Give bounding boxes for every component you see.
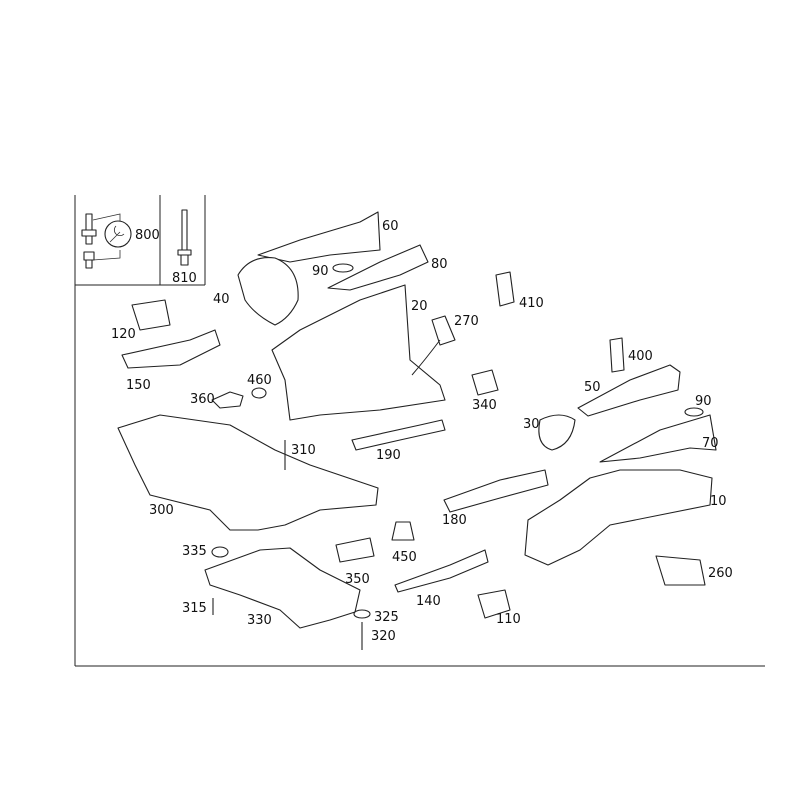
part-50-shape: [577, 364, 681, 417]
part-360-shape: [211, 391, 244, 409]
label-70[interactable]: 70: [702, 436, 719, 451]
label-330[interactable]: 330: [247, 613, 272, 628]
part-410-shape: [495, 271, 515, 307]
label-300[interactable]: 300: [149, 503, 174, 518]
part-270-shape: [431, 315, 456, 346]
part-shapes: [117, 211, 717, 650]
part-300-shape: [117, 414, 379, 531]
part-330-shape: [204, 547, 361, 629]
label-150[interactable]: 150: [126, 378, 151, 393]
part-10-shape: [524, 469, 713, 566]
label-325[interactable]: 325: [374, 610, 399, 625]
diagram-frame: [74, 195, 765, 667]
part-120-shape: [131, 299, 171, 331]
label-350[interactable]: 350: [345, 572, 370, 587]
part-40-shape: [237, 257, 299, 326]
part-70-shape: [599, 414, 717, 463]
part-30-shape: [538, 414, 576, 451]
label-140[interactable]: 140: [416, 594, 441, 609]
part-number-labels: 800 810 60 90 80 410 40 20 270 120 400 1…: [111, 219, 733, 644]
label-60[interactable]: 60: [382, 219, 399, 234]
part-460-shape: [251, 387, 267, 399]
label-450[interactable]: 450: [392, 550, 417, 565]
label-40[interactable]: 40: [213, 292, 230, 307]
label-90[interactable]: 90: [312, 264, 329, 279]
label-810: 810: [172, 271, 197, 286]
part-150-shape: [121, 329, 221, 369]
label-10[interactable]: 10: [710, 494, 727, 509]
part-190-shape: [351, 419, 446, 451]
label-30[interactable]: 30: [523, 417, 540, 432]
part-450-shape: [391, 521, 415, 541]
part-350-shape: [335, 537, 375, 563]
part-20-shape: [271, 284, 446, 421]
part-325-shape: [353, 609, 371, 619]
label-110[interactable]: 110: [496, 612, 521, 627]
label-120[interactable]: 120: [111, 327, 136, 342]
part-335-shape: [211, 546, 229, 558]
label-460[interactable]: 460: [247, 373, 272, 388]
label-180[interactable]: 180: [442, 513, 467, 528]
part-400-shape: [609, 337, 625, 373]
label-90b[interactable]: 90: [695, 394, 712, 409]
label-310[interactable]: 310: [291, 443, 316, 458]
part-90a-shape: [332, 263, 354, 273]
label-315[interactable]: 315: [182, 601, 207, 616]
part-90b-shape: [684, 407, 704, 417]
long-bolt-icon: [177, 209, 192, 266]
label-320[interactable]: 320: [371, 629, 396, 644]
part-260-shape: [655, 555, 706, 586]
part-180-shape: [443, 469, 549, 513]
part-80-shape: [327, 244, 429, 291]
label-340[interactable]: 340: [472, 398, 497, 413]
label-335[interactable]: 335: [182, 544, 207, 559]
label-80[interactable]: 80: [431, 257, 448, 272]
wrench-icon: [104, 220, 132, 248]
label-360[interactable]: 360: [190, 392, 215, 407]
part-140-shape: [394, 549, 489, 593]
label-270[interactable]: 270: [454, 314, 479, 329]
label-400[interactable]: 400: [628, 349, 653, 364]
label-260[interactable]: 260: [708, 566, 733, 581]
pointer-arrow-270: [411, 339, 441, 376]
part-60-shape: [257, 211, 381, 263]
label-190[interactable]: 190: [376, 448, 401, 463]
label-50[interactable]: 50: [584, 380, 601, 395]
inset-bolt-set-icon: [81, 213, 121, 269]
label-20[interactable]: 20: [411, 299, 428, 314]
label-410[interactable]: 410: [519, 296, 544, 311]
part-340-shape: [471, 369, 499, 396]
part-110-shape: [477, 589, 511, 619]
label-800: 800: [135, 228, 160, 243]
